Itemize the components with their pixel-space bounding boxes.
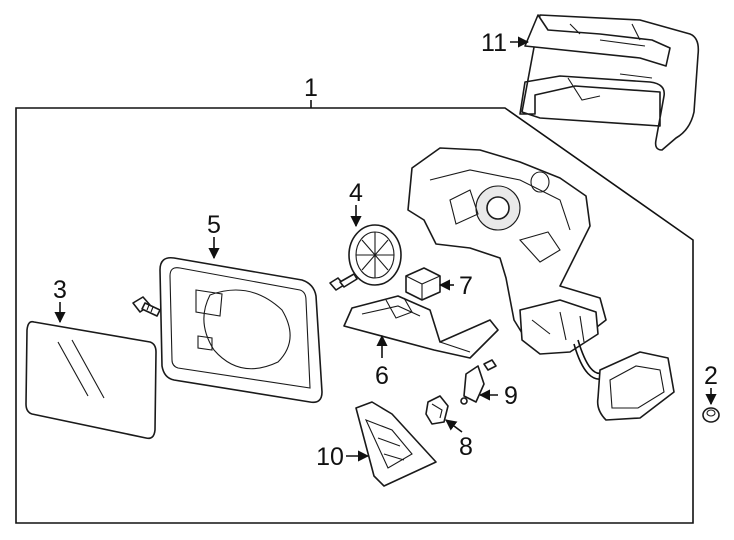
- mirror-cover: [519, 14, 700, 151]
- assembly-frame: [15, 107, 694, 524]
- mirror-glass: [25, 320, 157, 440]
- connector: [405, 267, 441, 301]
- bracket: [343, 295, 499, 359]
- callout-2: 2: [704, 362, 718, 390]
- lamp-module: [425, 395, 449, 425]
- actuator-disc: [348, 224, 402, 286]
- small-clip: [460, 359, 497, 405]
- grommet: [702, 407, 720, 423]
- callout-10: 10: [316, 443, 344, 471]
- callout-8: 8: [459, 433, 473, 461]
- puddle-lamp-cover: [355, 401, 437, 487]
- backing-plate: [159, 256, 323, 404]
- callout-5: 5: [207, 211, 221, 239]
- callout-4: 4: [349, 179, 363, 207]
- wiring-harness: [573, 339, 675, 421]
- screw-left: [132, 296, 161, 317]
- callout-3: 3: [53, 276, 67, 304]
- callout-1: 1: [304, 74, 318, 102]
- callout-11: 11: [481, 29, 507, 57]
- callout-7: 7: [459, 272, 473, 300]
- mirror-housing: [407, 147, 607, 355]
- screw-center: [329, 273, 358, 291]
- leader-8: [445, 419, 463, 433]
- callout-6: 6: [375, 362, 389, 390]
- callout-9: 9: [504, 382, 518, 410]
